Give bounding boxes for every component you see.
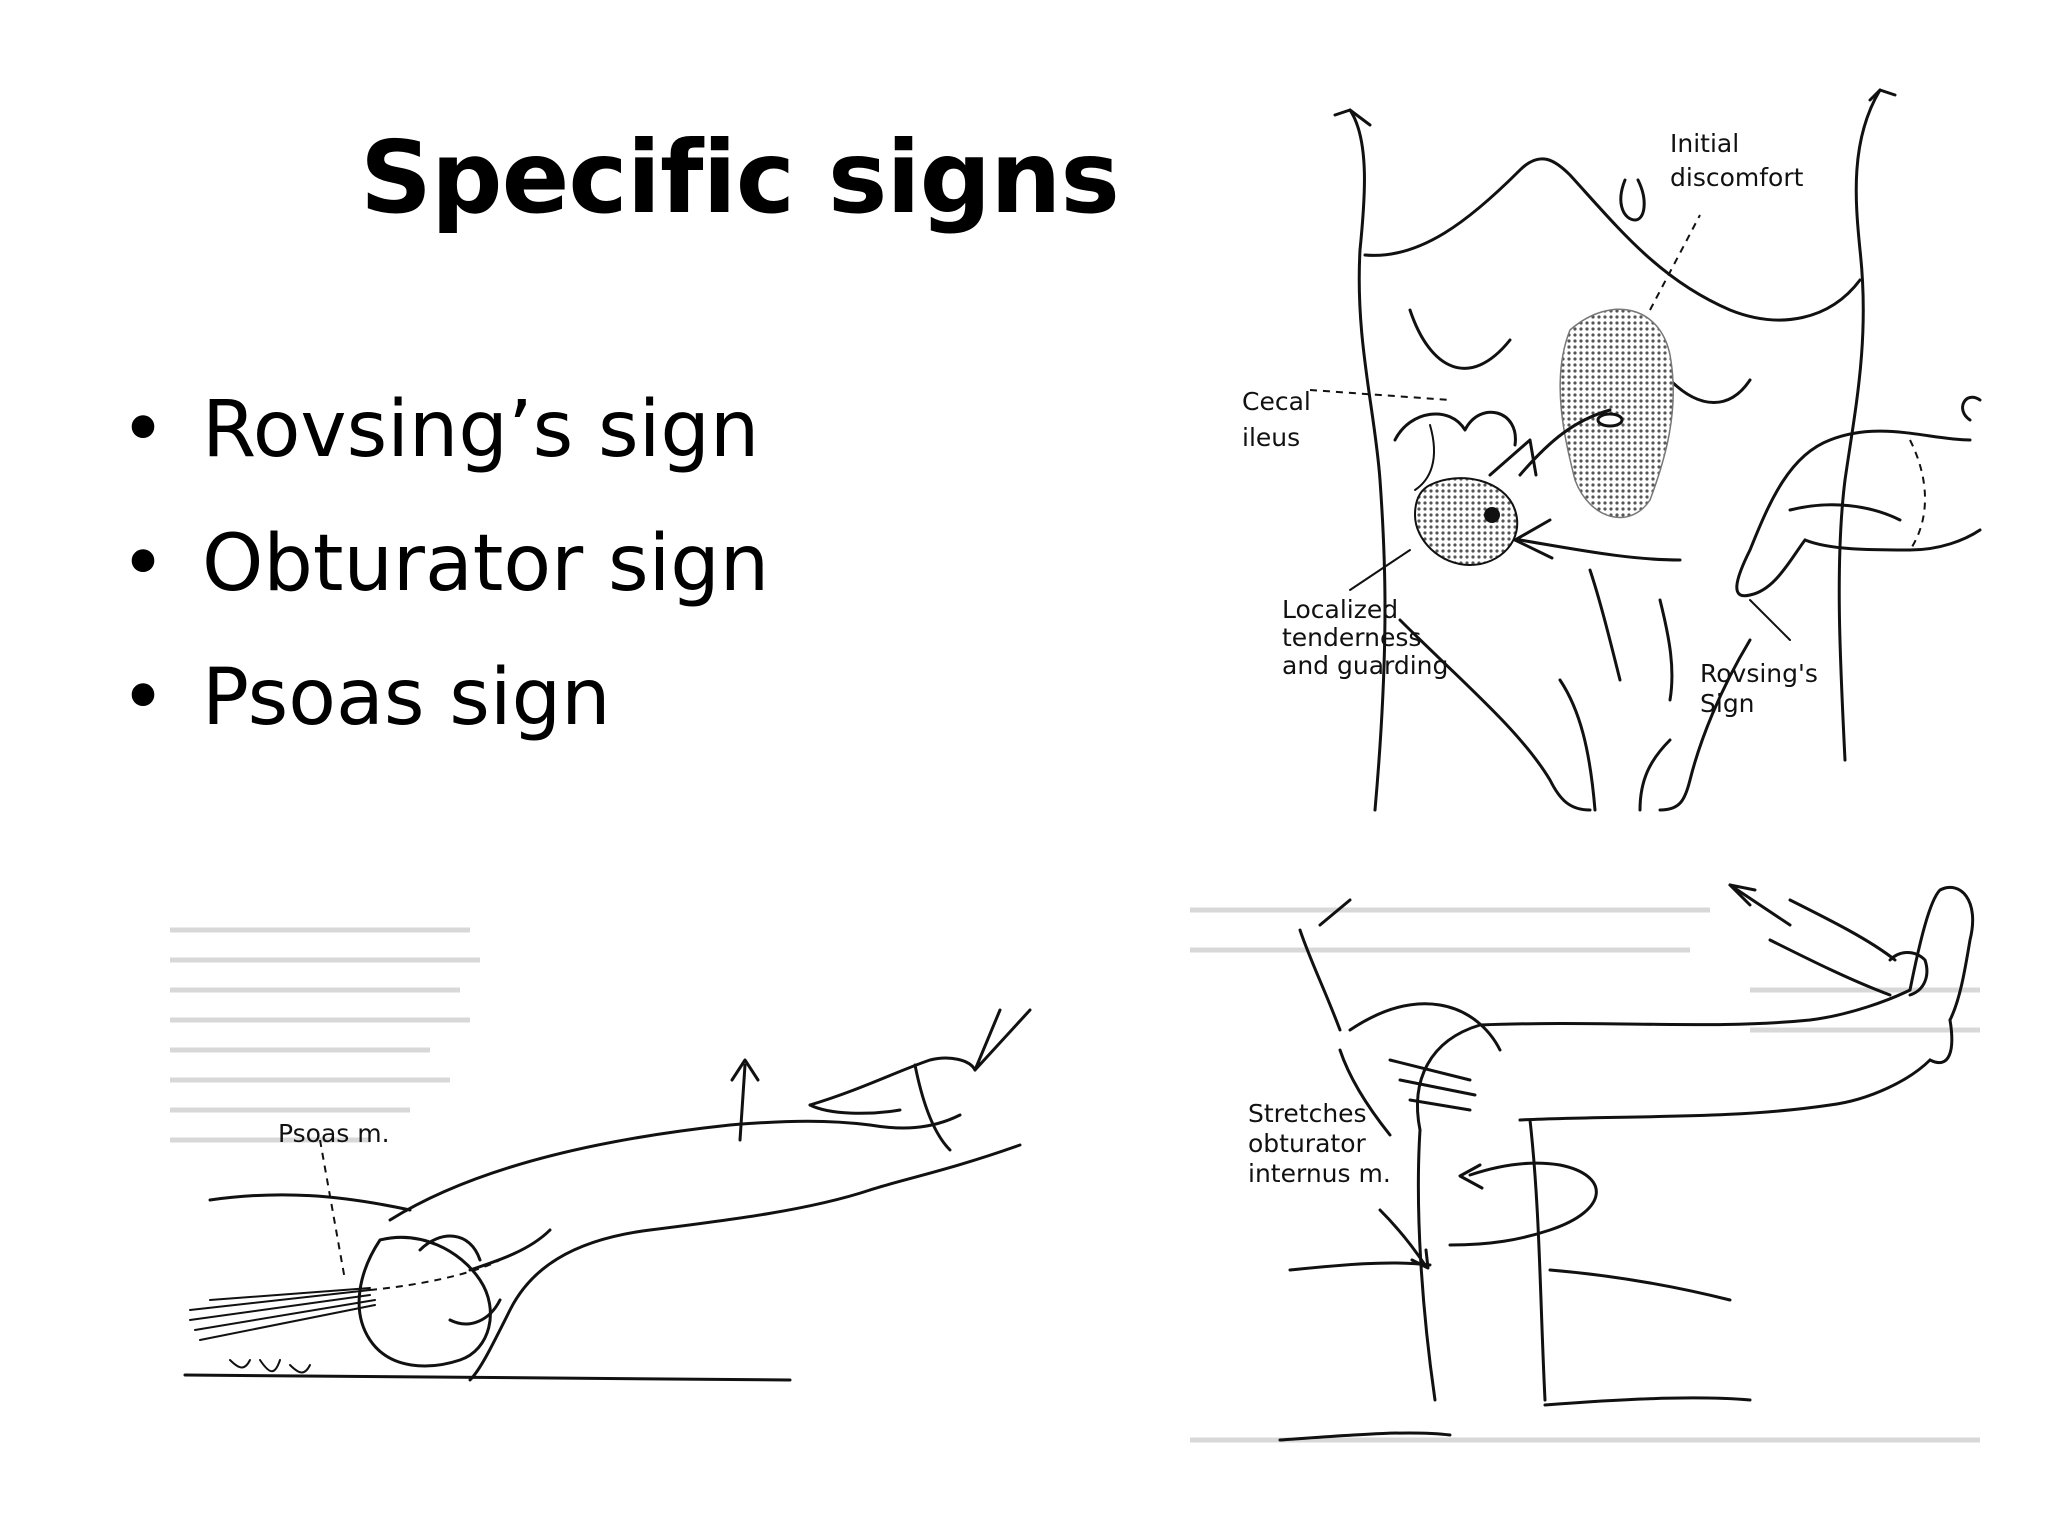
label-localized-line3: and guarding	[1282, 651, 1448, 680]
slide-title: Specific signs	[360, 119, 1120, 236]
psoas-sign-illustration: Psoas m.	[170, 890, 1070, 1420]
svg-text:Cecal: Cecal	[1242, 387, 1311, 416]
label-initial-line2: discomfort	[1670, 163, 1804, 192]
bullet-dot: •	[120, 653, 167, 743]
svg-text:ileus: ileus	[1242, 423, 1300, 452]
svg-text:obturator: obturator	[1248, 1129, 1367, 1158]
svg-text:and guarding: and guarding	[1282, 651, 1448, 680]
svg-text:Sign: Sign	[1700, 689, 1755, 718]
label-localized-line1: Localized	[1282, 595, 1398, 624]
psoas-sign-drawing: Psoas m.	[170, 927, 1032, 1382]
label-localized-line2: tenderness	[1282, 623, 1421, 652]
label-obturator-line3: internus m.	[1248, 1159, 1391, 1188]
bullet-text: Rovsing’s sign	[202, 385, 760, 475]
obturator-sign-illustration: Stretches obturator internus m.	[1190, 880, 2010, 1480]
label-cecal-line1: Cecal	[1242, 387, 1311, 416]
bullet-dot: •	[120, 385, 167, 475]
svg-text:Stretches: Stretches	[1248, 1099, 1367, 1128]
svg-text:discomfort: discomfort	[1670, 163, 1804, 192]
svg-text:Rovsing's: Rovsing's	[1700, 659, 1818, 688]
label-obturator-line1: Stretches	[1248, 1099, 1367, 1128]
svg-text:internus m.: internus m.	[1248, 1159, 1391, 1188]
rovsing-sign-illustration: Initial discomfort Cecal ileus Localized…	[1230, 80, 1990, 820]
svg-text:Localized: Localized	[1282, 595, 1398, 624]
bullet-dot: •	[120, 519, 167, 609]
label-initial-line1: Initial	[1670, 129, 1739, 158]
label-cecal-line2: ileus	[1242, 423, 1300, 452]
obturator-sign-drawing: Stretches obturator internus m.	[1190, 883, 1980, 1443]
bullet-text: Obturator sign	[202, 519, 770, 609]
bullet-text: Psoas sign	[202, 653, 611, 743]
svg-text:tenderness: tenderness	[1282, 623, 1421, 652]
svg-text:Initial: Initial	[1670, 129, 1739, 158]
label-rovsing-line2: Sign	[1700, 689, 1755, 718]
label-obturator-line2: obturator	[1248, 1129, 1367, 1158]
svg-text:Psoas m.: Psoas m.	[278, 1119, 390, 1148]
label-psoas-m: Psoas m.	[278, 1119, 390, 1148]
label-rovsing-line1: Rovsing's	[1700, 659, 1818, 688]
rovsing-sign-drawing: Initial discomfort Cecal ileus Localized…	[1242, 88, 1982, 812]
